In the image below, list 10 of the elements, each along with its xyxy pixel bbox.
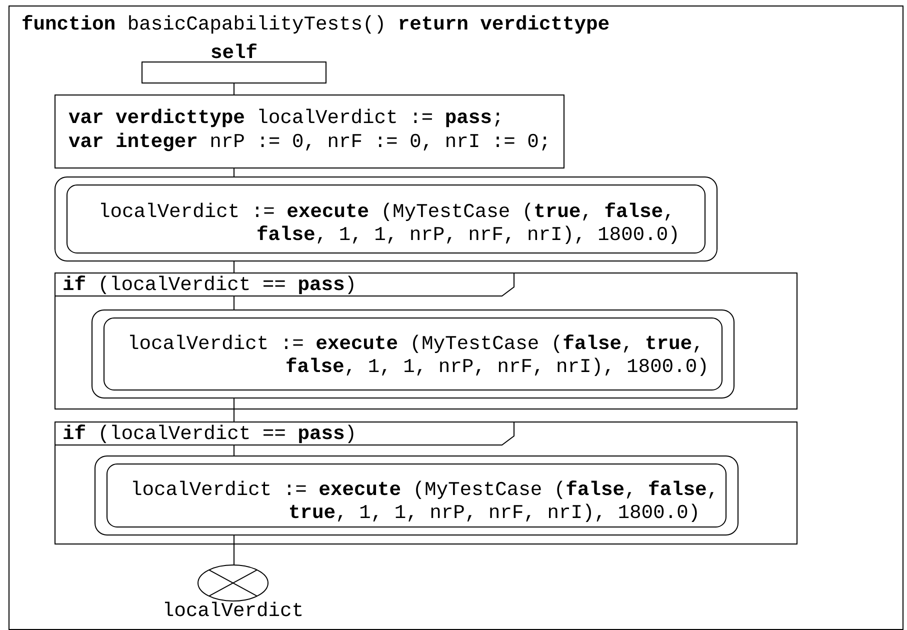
if-frame [54, 422, 798, 544]
execute-box: localVerdict := execute (MyTestCase (false, false, true, 1, 1, nrP, nrF, nrI), 1800.0) [94, 456, 738, 536]
execute-box: localVerdict := execute (MyTestCase (true, false, false, 1, 1, nrP, nrF, nrI), 1800.0) [54, 176, 718, 262]
declaration-box: var verdicttype localVerdict := pass; var integer nrP := 0, nrF := 0, nrI := 0; [54, 94, 564, 168]
condition-label: if (localVerdict == pass) [54, 422, 514, 446]
node-label: self [212, 44, 257, 58]
if-frame [54, 272, 798, 410]
instance-box: self [142, 44, 326, 84]
condition-label: if (localVerdict == pass) [54, 272, 514, 296]
execute-box: localVerdict := execute (MyTestCase (false, true, false, 1, 1, nrP, nrF, nrI), 1800.0) [92, 310, 734, 398]
